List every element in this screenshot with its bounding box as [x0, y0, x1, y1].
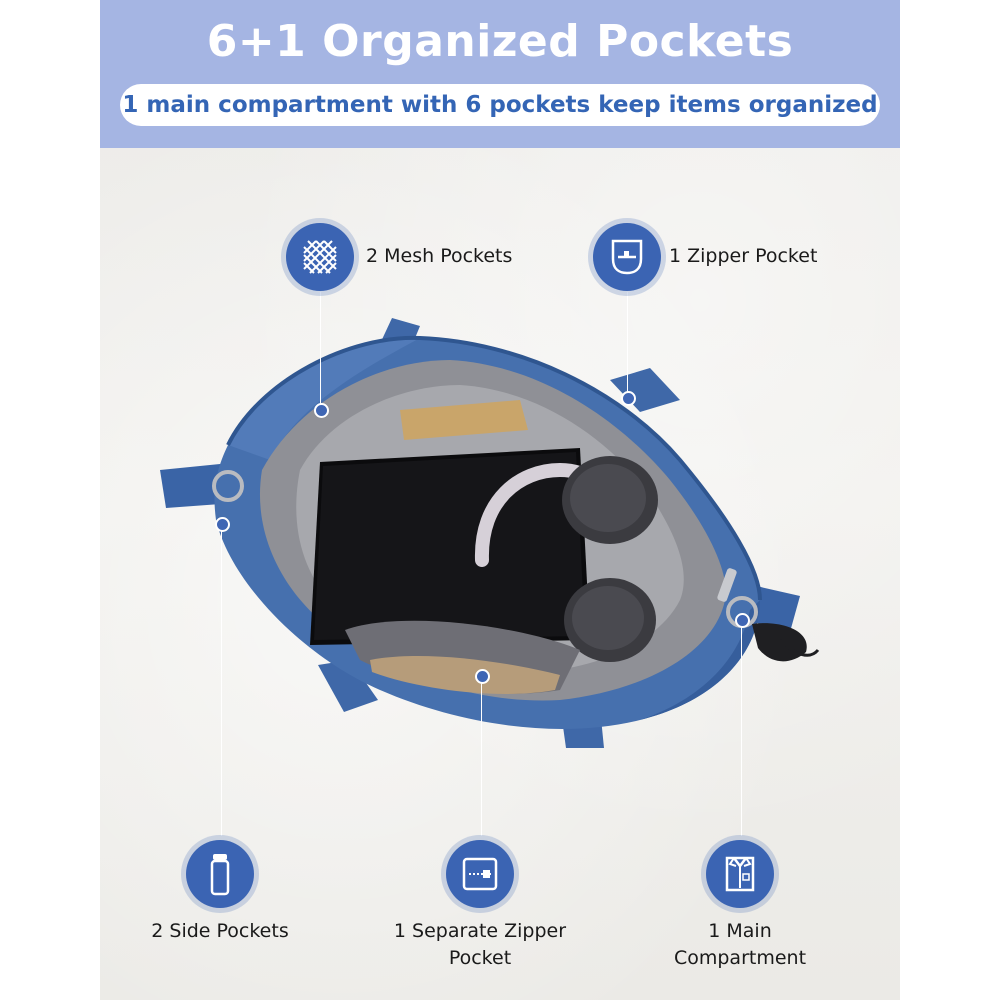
connector-line-zipper [627, 292, 628, 400]
shirt-icon [725, 856, 755, 892]
main-compartment-label: 1 Main Compartment [640, 918, 840, 972]
connector-dot-main [735, 613, 750, 628]
connector-dot-separate [475, 669, 490, 684]
zipper-pocket-icon [611, 239, 643, 275]
subtitle-pill: 1 main compartment with 6 pockets keep i… [120, 84, 880, 126]
separate-zipper-label: 1 Separate Zipper Pocket [360, 918, 600, 972]
mesh-pocket-badge [286, 223, 354, 291]
subtitle: 1 main compartment with 6 pockets keep i… [122, 92, 878, 118]
main-compartment-label-line1: 1 Main [708, 920, 772, 942]
mesh-grid-icon [303, 240, 337, 274]
side-pocket-label: 2 Side Pockets [151, 920, 289, 942]
zipper-pocket-label: 1 Zipper Pocket [669, 245, 818, 267]
zipper-pouch-icon [462, 857, 498, 891]
separate-zipper-badge [446, 840, 514, 908]
connector-dot-mesh [314, 403, 329, 418]
connector-dot-zipper [621, 391, 636, 406]
connector-line-mesh [320, 292, 321, 412]
bottle-icon [210, 854, 230, 896]
connector-line-separate [481, 676, 482, 836]
connector-line-side [221, 526, 222, 836]
main-compartment-label-line2: Compartment [673, 947, 807, 969]
separate-zipper-label-line1: 1 Separate Zipper [393, 920, 567, 942]
main-compartment-badge [706, 840, 774, 908]
separate-zipper-label-line2: Pocket [448, 947, 512, 969]
connector-dot-side [215, 517, 230, 532]
connector-line-main [741, 618, 742, 836]
page-title: 6+1 Organized Pockets [206, 16, 794, 67]
mesh-pocket-label: 2 Mesh Pockets [366, 245, 513, 267]
zipper-pocket-badge [593, 223, 661, 291]
side-pocket-badge [186, 840, 254, 908]
